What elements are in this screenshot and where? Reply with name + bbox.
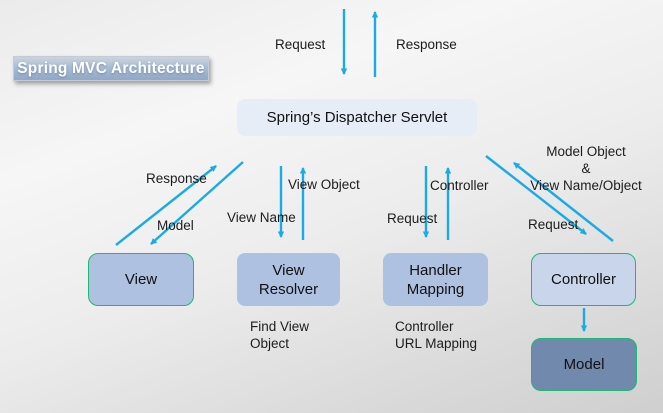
model-box: Model <box>531 338 637 391</box>
view-response-label: Response <box>146 171 207 186</box>
view-object-label: View Object <box>288 177 360 192</box>
view-name-label: View Name <box>227 210 296 225</box>
top-response-label: Response <box>396 37 457 52</box>
view-box: View <box>88 253 194 306</box>
find-view-object-note: Find View Object <box>250 319 310 351</box>
handler-mapping-box: Handler Mapping <box>383 253 488 306</box>
slide-title: Spring MVC Architecture <box>13 56 209 81</box>
view-resolver-box: View Resolver <box>237 253 340 306</box>
model-object-return-label: Model Object & View Name/Object <box>530 144 642 193</box>
dispatcher-servlet-box: Spring’s Dispatcher Servlet <box>237 99 477 136</box>
view-model-label: Model <box>157 218 194 233</box>
controller-box: Controller <box>531 253 636 306</box>
handler-controller-label: Controller <box>430 178 489 193</box>
top-request-label: Request <box>275 37 326 52</box>
controller-request-label: Request <box>528 217 579 232</box>
controller-url-mapping-note: Controller URL Mapping <box>395 319 478 351</box>
handler-request-label: Request <box>387 211 438 226</box>
